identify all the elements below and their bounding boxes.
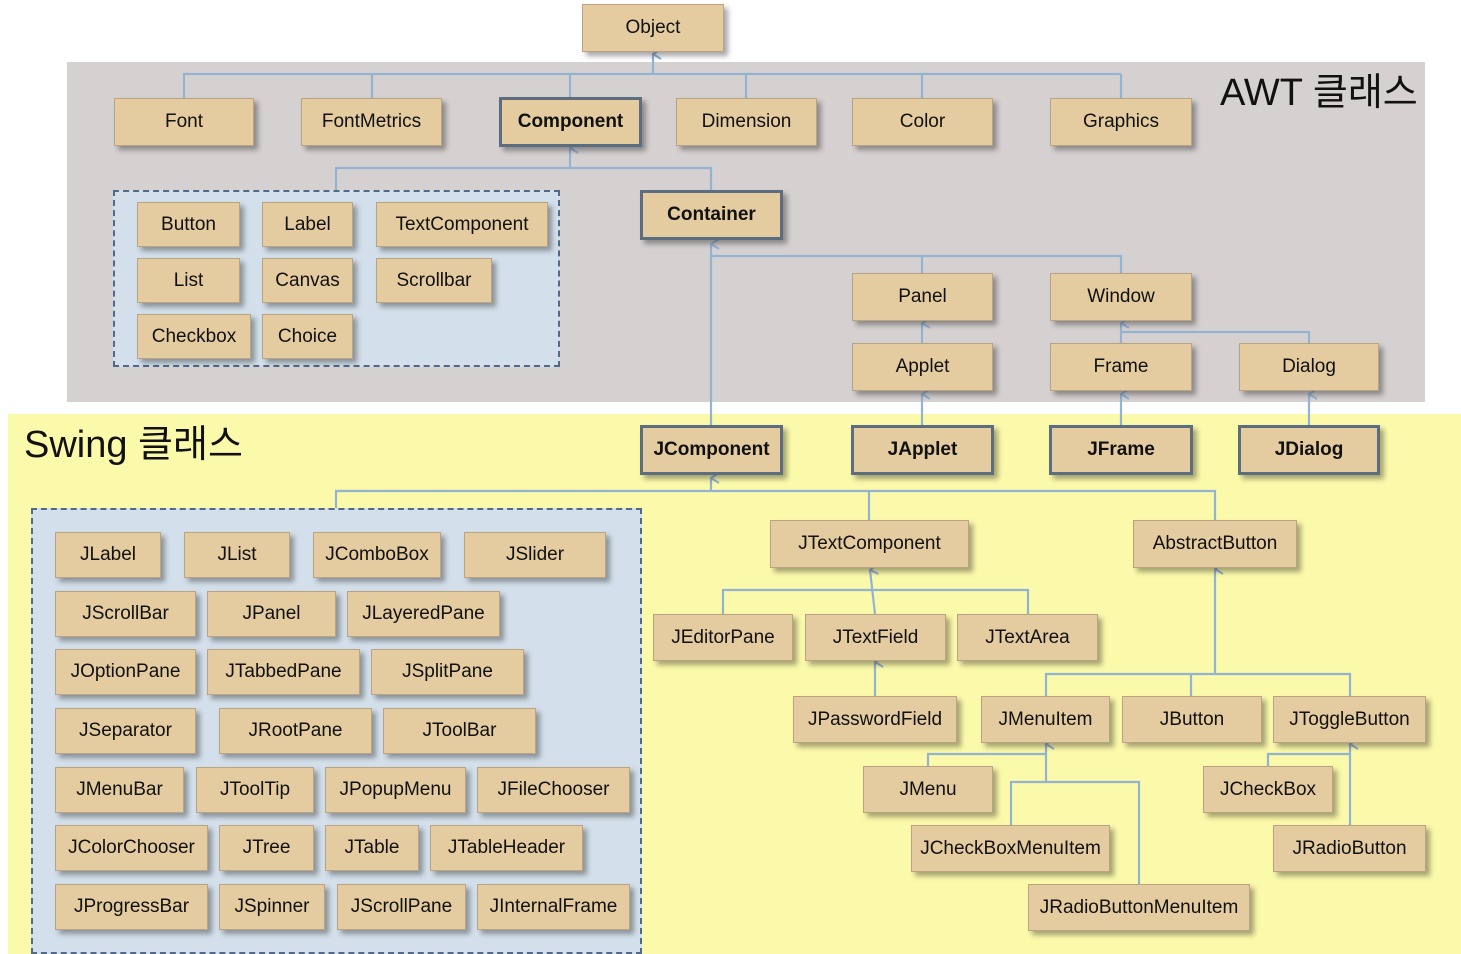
- class-jtogglebutton[interactable]: JToggleButton: [1273, 696, 1426, 743]
- class-joptionpane[interactable]: JOptionPane: [55, 649, 196, 695]
- class-jscrollpane[interactable]: JScrollPane: [337, 884, 466, 930]
- class-jpasswordfield[interactable]: JPasswordField: [793, 696, 957, 743]
- class-window[interactable]: Window: [1050, 273, 1192, 321]
- class-jcomponent[interactable]: JComponent: [640, 425, 783, 475]
- class-jpanel[interactable]: JPanel: [207, 591, 336, 637]
- class-dialog[interactable]: Dialog: [1239, 343, 1379, 391]
- swing-region-title: Swing 클래스: [24, 424, 243, 466]
- class-jrootpane[interactable]: JRootPane: [219, 708, 372, 754]
- class-jinternalframe[interactable]: JInternalFrame: [477, 884, 630, 930]
- class-list[interactable]: List: [137, 258, 240, 303]
- class-jdialog[interactable]: JDialog: [1238, 425, 1380, 475]
- class-jradiobutton[interactable]: JRadioButton: [1273, 825, 1426, 872]
- class-jframe[interactable]: JFrame: [1049, 425, 1193, 475]
- class-abstractbutton[interactable]: AbstractButton: [1133, 520, 1297, 568]
- class-jprogressbar[interactable]: JProgressBar: [55, 884, 208, 930]
- class-jtextarea[interactable]: JTextArea: [957, 614, 1098, 661]
- class-button[interactable]: Button: [137, 202, 240, 247]
- class-choice[interactable]: Choice: [262, 314, 353, 359]
- class-jcolorchooser[interactable]: JColorChooser: [55, 825, 208, 871]
- class-jsplitpane[interactable]: JSplitPane: [371, 649, 524, 695]
- class-checkbox[interactable]: Checkbox: [137, 314, 251, 359]
- class-jtable[interactable]: JTable: [325, 825, 419, 871]
- class-jradiobuttonmenuitem[interactable]: JRadioButtonMenuItem: [1028, 884, 1250, 931]
- class-jlabel[interactable]: JLabel: [55, 532, 161, 578]
- class-jcheckbox[interactable]: JCheckBox: [1203, 766, 1333, 813]
- class-jpopupmenu[interactable]: JPopupMenu: [325, 767, 466, 813]
- class-jslider[interactable]: JSlider: [464, 532, 606, 578]
- class-jtextcomponent[interactable]: JTextComponent: [770, 520, 969, 568]
- class-canvas[interactable]: Canvas: [262, 258, 353, 303]
- class-jtabbedpane[interactable]: JTabbedPane: [207, 649, 360, 695]
- class-jtoolbar[interactable]: JToolBar: [383, 708, 536, 754]
- class-jbutton[interactable]: JButton: [1122, 696, 1262, 743]
- class-label[interactable]: Label: [262, 202, 353, 247]
- class-jtableheader[interactable]: JTableHeader: [430, 825, 583, 871]
- class-jmenubar[interactable]: JMenuBar: [55, 767, 184, 813]
- class-japplet[interactable]: JApplet: [851, 425, 994, 475]
- class-frame[interactable]: Frame: [1050, 343, 1192, 391]
- class-jlayeredpane[interactable]: JLayeredPane: [347, 591, 500, 637]
- class-container[interactable]: Container: [640, 190, 783, 240]
- class-jtooltip[interactable]: JToolTip: [196, 767, 314, 813]
- class-textcomponent[interactable]: TextComponent: [376, 202, 548, 247]
- class-color[interactable]: Color: [852, 98, 993, 146]
- class-jseparator[interactable]: JSeparator: [55, 708, 196, 754]
- awt-region-title: AWT 클래스: [1220, 72, 1418, 114]
- class-applet[interactable]: Applet: [852, 343, 993, 391]
- class-jscrollbar[interactable]: JScrollBar: [55, 591, 196, 637]
- class-jtextfield[interactable]: JTextField: [805, 614, 946, 661]
- class-scrollbar[interactable]: Scrollbar: [376, 258, 492, 303]
- class-component[interactable]: Component: [499, 97, 642, 147]
- class-jtree[interactable]: JTree: [219, 825, 314, 871]
- class-font[interactable]: Font: [114, 98, 254, 146]
- class-jcombobox[interactable]: JComboBox: [313, 532, 441, 578]
- class-dimension[interactable]: Dimension: [676, 98, 817, 146]
- class-graphics[interactable]: Graphics: [1050, 98, 1192, 146]
- class-jeditorpane[interactable]: JEditorPane: [653, 614, 793, 661]
- class-fontmetrics[interactable]: FontMetrics: [301, 98, 442, 146]
- class-jmenu[interactable]: JMenu: [863, 766, 993, 813]
- class-jmenuitem[interactable]: JMenuItem: [981, 696, 1110, 743]
- class-jcheckboxmenuitem[interactable]: JCheckBoxMenuItem: [911, 825, 1110, 872]
- class-panel[interactable]: Panel: [852, 273, 993, 321]
- class-jfilechooser[interactable]: JFileChooser: [477, 767, 630, 813]
- class-jlist[interactable]: JList: [184, 532, 290, 578]
- class-jspinner[interactable]: JSpinner: [219, 884, 325, 930]
- class-object[interactable]: Object: [582, 4, 724, 52]
